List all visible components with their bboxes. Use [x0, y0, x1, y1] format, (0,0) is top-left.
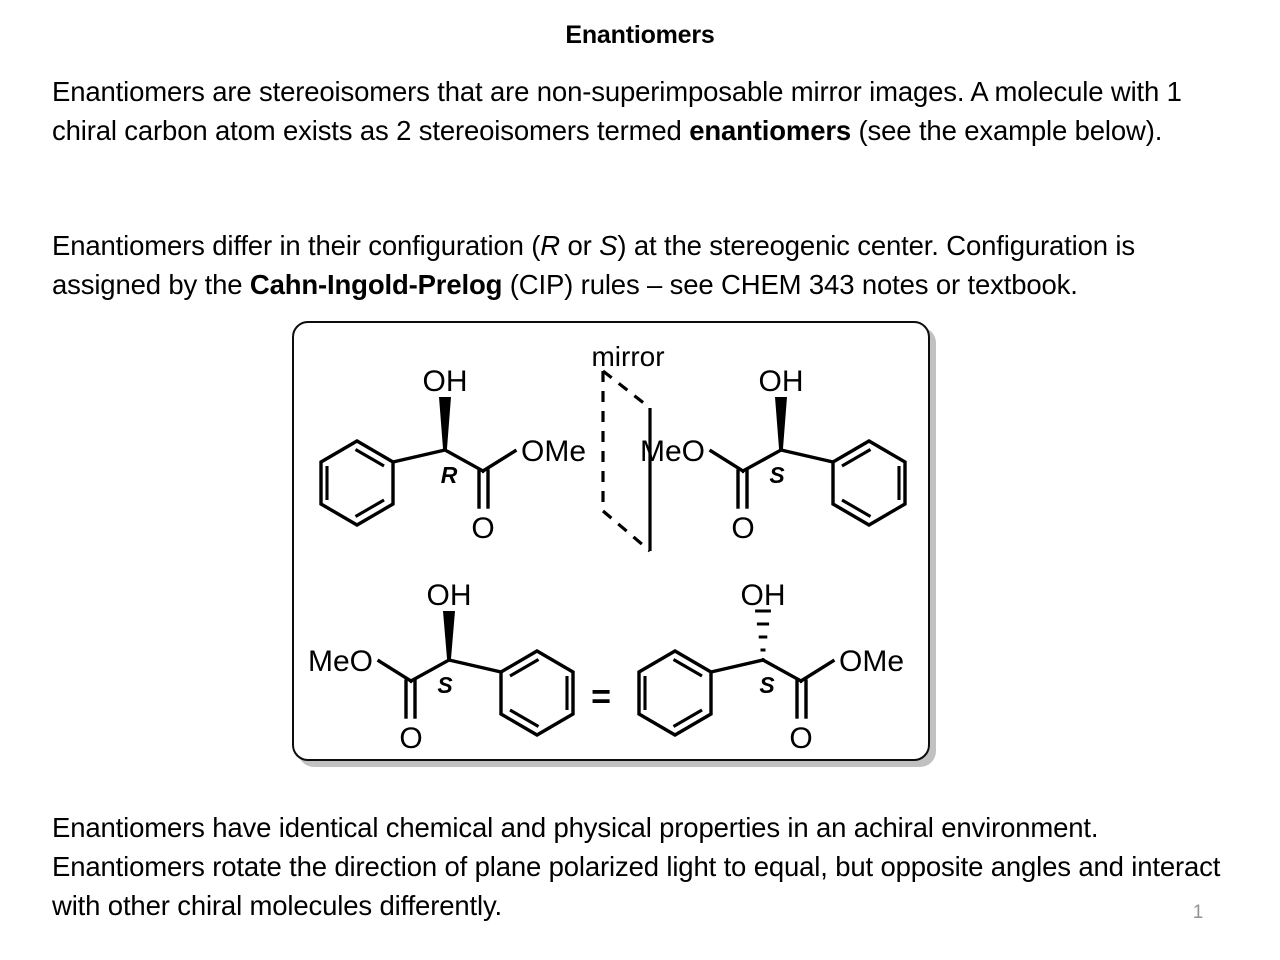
mirror-edge-top: [602, 369, 651, 410]
bond-stereocenter-to-aryl-bl: [446, 657, 504, 675]
para2-seg-3-italic-s: S: [599, 230, 618, 261]
para2-seg-0: Enantiomers differ in their configuratio…: [52, 230, 541, 261]
atom-label-carbonyl-o-bottom-left: O: [399, 722, 422, 755]
para2-seg-4: ) at the stereogenic center. Configurati…: [52, 230, 1135, 300]
page-title: Enantiomers: [565, 21, 715, 49]
para2-seg-1-italic-r: R: [540, 230, 561, 261]
bold-wedge-oh-top-right: [775, 397, 787, 451]
para1-seg-0: Enantiomers are stereoisomers that are n…: [52, 76, 1182, 146]
benzene-ring-bottom-left: [499, 649, 575, 737]
para2-seg-6: (CIP) rules – see CHEM 343 notes or text…: [502, 269, 1078, 300]
stereo-descriptor-s-bottom-right: S: [759, 672, 775, 698]
structure-top-left: OH R O OMe: [319, 365, 586, 545]
stereo-descriptor-s-bottom-left: S: [437, 672, 453, 698]
atom-label-ome-bottom-right: OMe: [839, 645, 904, 678]
benzene-ring-top-left: [319, 439, 395, 527]
atom-label-ome-top-left: OMe: [521, 435, 586, 468]
structure-figure-box: OH R O OMe mirror: [292, 321, 930, 761]
bold-wedge-oh-bottom-left: [443, 611, 455, 661]
bond-meo-to-carbonyl-bl: [376, 658, 414, 684]
bond-stereocenter-to-carbonyl-br: [760, 657, 804, 684]
bond-carbonyl-to-ome-br: [798, 658, 836, 684]
para1-seg-2: (see the example below).: [851, 115, 1163, 146]
para2-seg-5-bold-cip: Cahn-Ingold-Prelog: [249, 269, 503, 300]
mirror-plane: mirror: [591, 341, 665, 553]
atom-label-carbonyl-o-bottom-right: O: [789, 722, 812, 755]
atom-label-oh-bottom-left: OH: [427, 579, 472, 612]
atom-label-oh-top-right: OH: [759, 365, 804, 398]
bond-carbonyl-to-stereocenter-tr: [740, 447, 784, 474]
molecular-structures-svg: OH R O OMe mirror: [308, 341, 907, 755]
para2-seg-2: or: [560, 230, 600, 261]
atom-label-oh-top-left: OH: [423, 365, 468, 398]
atom-label-meo-top-right: MeO: [640, 435, 705, 468]
hashed-wedge-oh-bottom-right: [755, 609, 771, 652]
bond-aryl-to-stereocenter-tl: [390, 447, 448, 465]
bond-carbonyl-to-ome-tl: [480, 448, 518, 474]
mirror-plane-label: mirror: [591, 341, 664, 372]
bold-wedge-oh-top-left: [439, 397, 451, 451]
body-paragraph-3: Enantiomers have identical chemical and …: [52, 808, 1232, 925]
stereo-descriptor-s-top-right: S: [769, 462, 785, 488]
atom-label-carbonyl-o-top-left: O: [471, 512, 494, 545]
benzene-ring-top-right: [831, 439, 907, 527]
structure-bottom-right: OH S O OMe: [637, 579, 904, 755]
bond-meo-to-carbonyl-tr: [708, 448, 746, 474]
atom-label-carbonyl-o-top-right: O: [731, 512, 754, 545]
bond-carbonyl-to-stereocenter-bl: [408, 657, 452, 684]
benzene-ring-bottom-right: [637, 649, 713, 737]
para3-seg-0: Enantiomers have identical chemical and …: [52, 812, 1221, 921]
body-paragraph-1: Enantiomers are stereoisomers that are n…: [52, 72, 1232, 150]
bond-stereocenter-to-carbonyl-tl: [442, 447, 486, 474]
bond-stereocenter-to-aryl-tr: [778, 447, 836, 465]
stereo-descriptor-r-top-left: R: [441, 462, 458, 488]
mirror-edge-bottom: [601, 509, 652, 553]
bond-aryl-to-stereocenter-br: [708, 657, 766, 675]
body-paragraph-2: Enantiomers differ in their configuratio…: [52, 226, 1232, 304]
structure-bottom-left: MeO O OH S: [308, 579, 575, 755]
structure-top-right: MeO O OH S: [640, 365, 907, 545]
page-number: 1: [1192, 902, 1204, 923]
atom-label-meo-bottom-left: MeO: [308, 645, 373, 678]
atom-label-oh-bottom-right: OH: [741, 579, 786, 612]
para1-seg-1-bold: enantiomers: [689, 115, 852, 146]
equals-sign: =: [591, 678, 611, 716]
